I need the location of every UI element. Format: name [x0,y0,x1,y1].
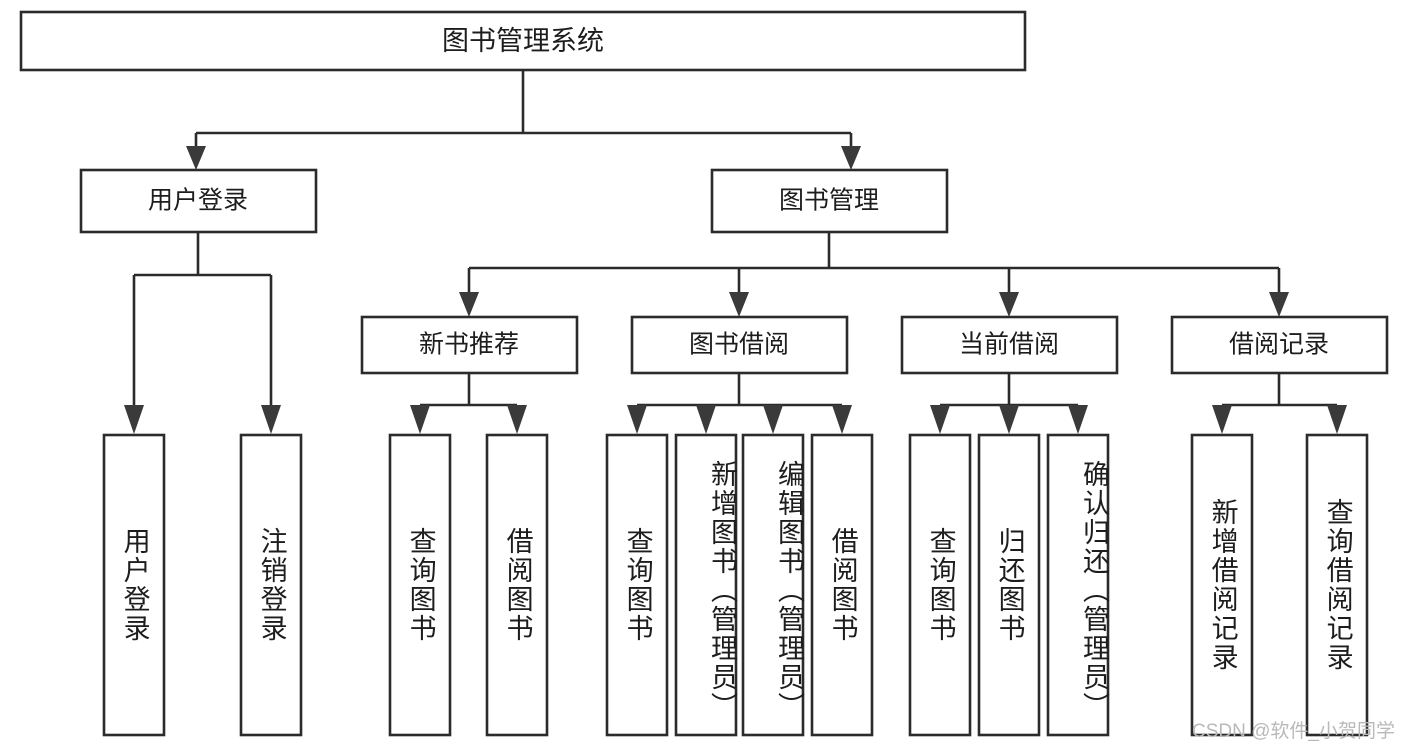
node-borrow-record-label: 借阅记录 [1229,331,1329,359]
leaf-user-login-rect[interactable] [102,433,166,737]
arrowhead-leaf-bb-1 [627,405,647,434]
arrowhead-leaf-bb-4 [832,405,852,434]
node-user-login-rect[interactable] [79,168,318,234]
leaf-br-add-record-rect[interactable] [1190,433,1254,737]
arrowhead-leaf-bb-2 [696,405,716,434]
node-root-system-label: 图书管理系统 [442,26,604,56]
leaf-cb-confirm-return-rect[interactable] [1046,433,1110,737]
node-user-login-label: 用户登录 [148,187,248,215]
arrowhead-leaf-cb-1 [930,405,950,434]
nodes: 图书管理系统 用户登录 图书管理 新书推荐 图书借阅 当前 [19,10,1389,737]
leaf-br-query-record-rect[interactable] [1305,433,1369,737]
node-current-borrow-label: 当前借阅 [959,331,1059,359]
node-user-login[interactable]: 用户登录 [79,168,318,234]
arrowhead-new-book [459,292,479,317]
arrowhead-leaf-nb-2 [507,405,527,434]
leaf-nb-query-book-rect[interactable] [388,433,452,737]
node-book-borrow-rect[interactable] [630,315,849,375]
leaf-nb-borrow-book-rect[interactable] [485,433,549,737]
node-book-management-label: 图书管理 [779,187,879,215]
arrowhead-current-borrow [999,292,1019,317]
node-book-management[interactable]: 图书管理 [710,168,949,234]
arrowhead-bookmgmt [841,146,861,170]
node-book-borrow-label: 图书借阅 [689,331,789,359]
node-root-system[interactable]: 图书管理系统 [19,10,1027,72]
node-new-book-recommend-rect[interactable] [360,315,579,375]
arrowhead-leaf-user-login [124,405,144,434]
node-root-system-rect[interactable] [19,10,1027,72]
leaf-cb-return-book-rect[interactable] [977,433,1041,737]
connectors [124,70,1347,434]
node-current-borrow-rect[interactable] [900,315,1119,375]
leaf-bb-query-book-rect[interactable] [605,433,669,737]
node-borrow-record-rect[interactable] [1170,315,1389,375]
node-book-management-rect[interactable] [710,168,949,234]
leaf-bb-borrow-book-rect[interactable] [810,433,874,737]
leaf-bb-add-book-rect[interactable] [674,433,738,737]
node-new-book-recommend[interactable]: 新书推荐 [360,315,579,375]
csdn-watermark: CSDN @软件_小贺同学 [1192,721,1395,742]
node-borrow-record[interactable]: 借阅记录 [1170,315,1389,375]
leaf-logout-rect[interactable] [239,433,303,737]
arrowhead-leaf-cb-3 [1068,405,1088,434]
arrowhead-leaf-bb-3 [763,405,783,434]
arrowhead-userlogin [186,146,206,170]
node-new-book-recommend-label: 新书推荐 [419,331,519,359]
node-current-borrow[interactable]: 当前借阅 [900,315,1119,375]
arrowhead-leaf-br-1 [1212,405,1232,434]
leaf-cb-query-book-rect[interactable] [908,433,972,737]
arrowhead-leaf-logout [261,405,281,434]
arrowhead-leaf-br-2 [1327,405,1347,434]
arrowhead-borrow-record [1269,292,1289,317]
leaf-bb-edit-book-rect[interactable] [741,433,805,737]
arrowhead-book-borrow [729,292,749,317]
arrowhead-leaf-nb-1 [410,405,430,434]
arrowhead-leaf-cb-2 [999,405,1019,434]
node-book-borrow[interactable]: 图书借阅 [630,315,849,375]
